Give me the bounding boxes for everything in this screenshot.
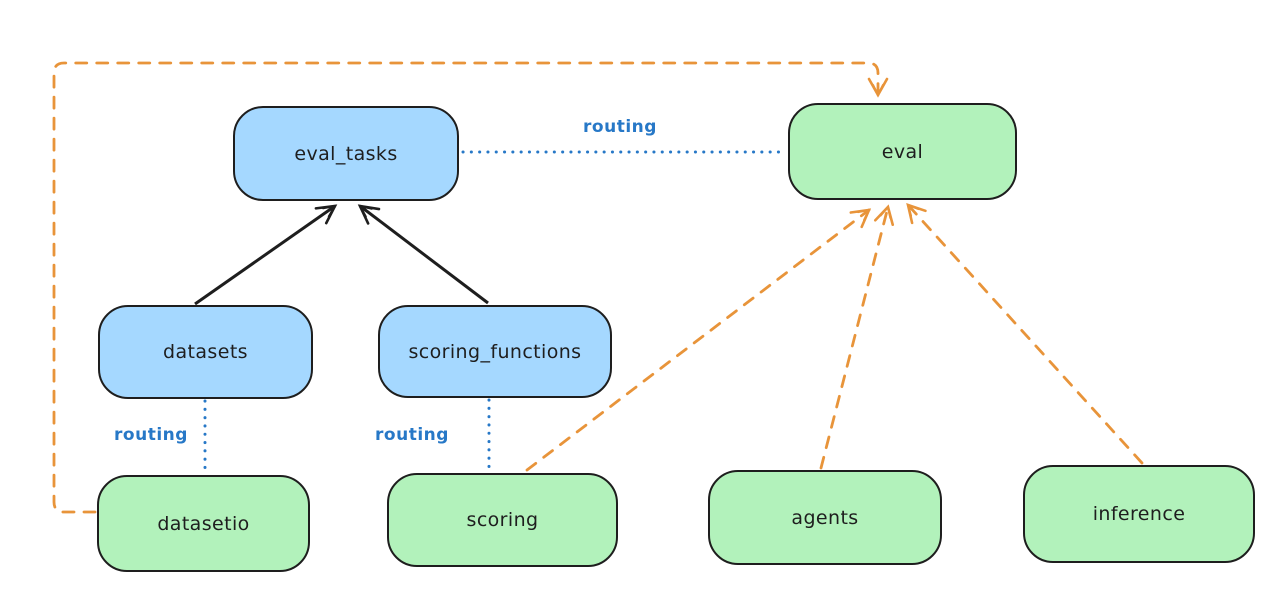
- edge-inference-to-eval-dashed-arrow: [906, 203, 1144, 465]
- edge-label-routing-scoring_functions-scoring: routing: [375, 425, 449, 445]
- edge-datasets-to-eval_tasks-arrow: [194, 204, 338, 306]
- edge-scoring_functions-to-eval_tasks-arrow: [357, 204, 489, 305]
- node-scoring_functions: scoring_functions: [378, 305, 612, 398]
- edge-agents-to-eval-dashed-arrow: [819, 204, 895, 470]
- node-eval_tasks-label: eval_tasks: [294, 142, 398, 165]
- node-eval_tasks: eval_tasks: [233, 106, 459, 201]
- node-inference-label: inference: [1092, 503, 1186, 525]
- node-eval: eval: [788, 103, 1017, 200]
- node-scoring_functions-label: scoring_functions: [408, 340, 582, 363]
- node-eval-label: eval: [881, 140, 924, 163]
- node-scoring-label: scoring: [466, 509, 539, 531]
- node-datasets: datasets: [98, 305, 313, 399]
- edge-label-routing-datasets-datasetio: routing: [114, 425, 188, 445]
- node-agents: agents: [708, 470, 942, 565]
- node-inference: inference: [1023, 465, 1255, 563]
- edge-label-routing-eval_tasks-eval: routing: [583, 117, 657, 137]
- node-datasetio: datasetio: [97, 475, 310, 572]
- node-agents-label: agents: [791, 506, 859, 529]
- node-datasets-label: datasets: [163, 341, 248, 363]
- node-scoring: scoring: [387, 473, 618, 567]
- node-datasetio-label: datasetio: [157, 512, 250, 535]
